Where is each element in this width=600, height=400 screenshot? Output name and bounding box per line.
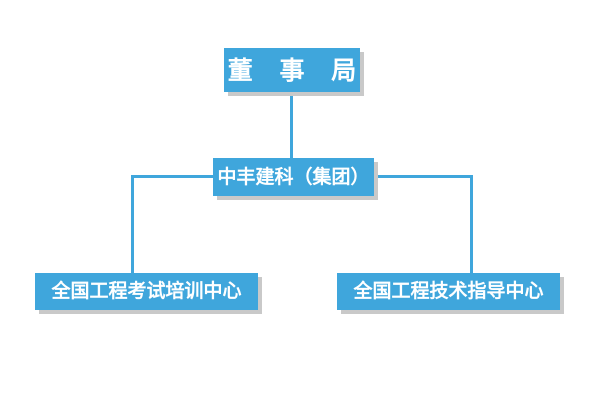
technical-guidance-center-label: 全国工程技术指导中心 — [353, 280, 544, 302]
exam-training-center-label: 全国工程考试培训中心 — [51, 280, 242, 302]
technical-guidance-center-node[interactable]: 全国工程技术指导中心 — [337, 273, 560, 310]
exam-training-center-node[interactable]: 全国工程考试培训中心 — [35, 273, 258, 310]
group-company-node[interactable]: 中丰建科（集团） — [213, 158, 374, 196]
group-company-label: 中丰建科（集团） — [217, 165, 370, 188]
connector-right-branch-to-tech-center — [470, 175, 473, 273]
connector-group-to-left-branch — [131, 175, 214, 178]
connector-board-to-group — [290, 92, 293, 158]
connector-group-to-right-branch — [374, 175, 473, 178]
board-of-directors-label: 董 事 局 — [227, 55, 366, 85]
board-of-directors-node[interactable]: 董 事 局 — [224, 48, 360, 92]
connector-left-branch-to-exam-center — [131, 175, 134, 273]
